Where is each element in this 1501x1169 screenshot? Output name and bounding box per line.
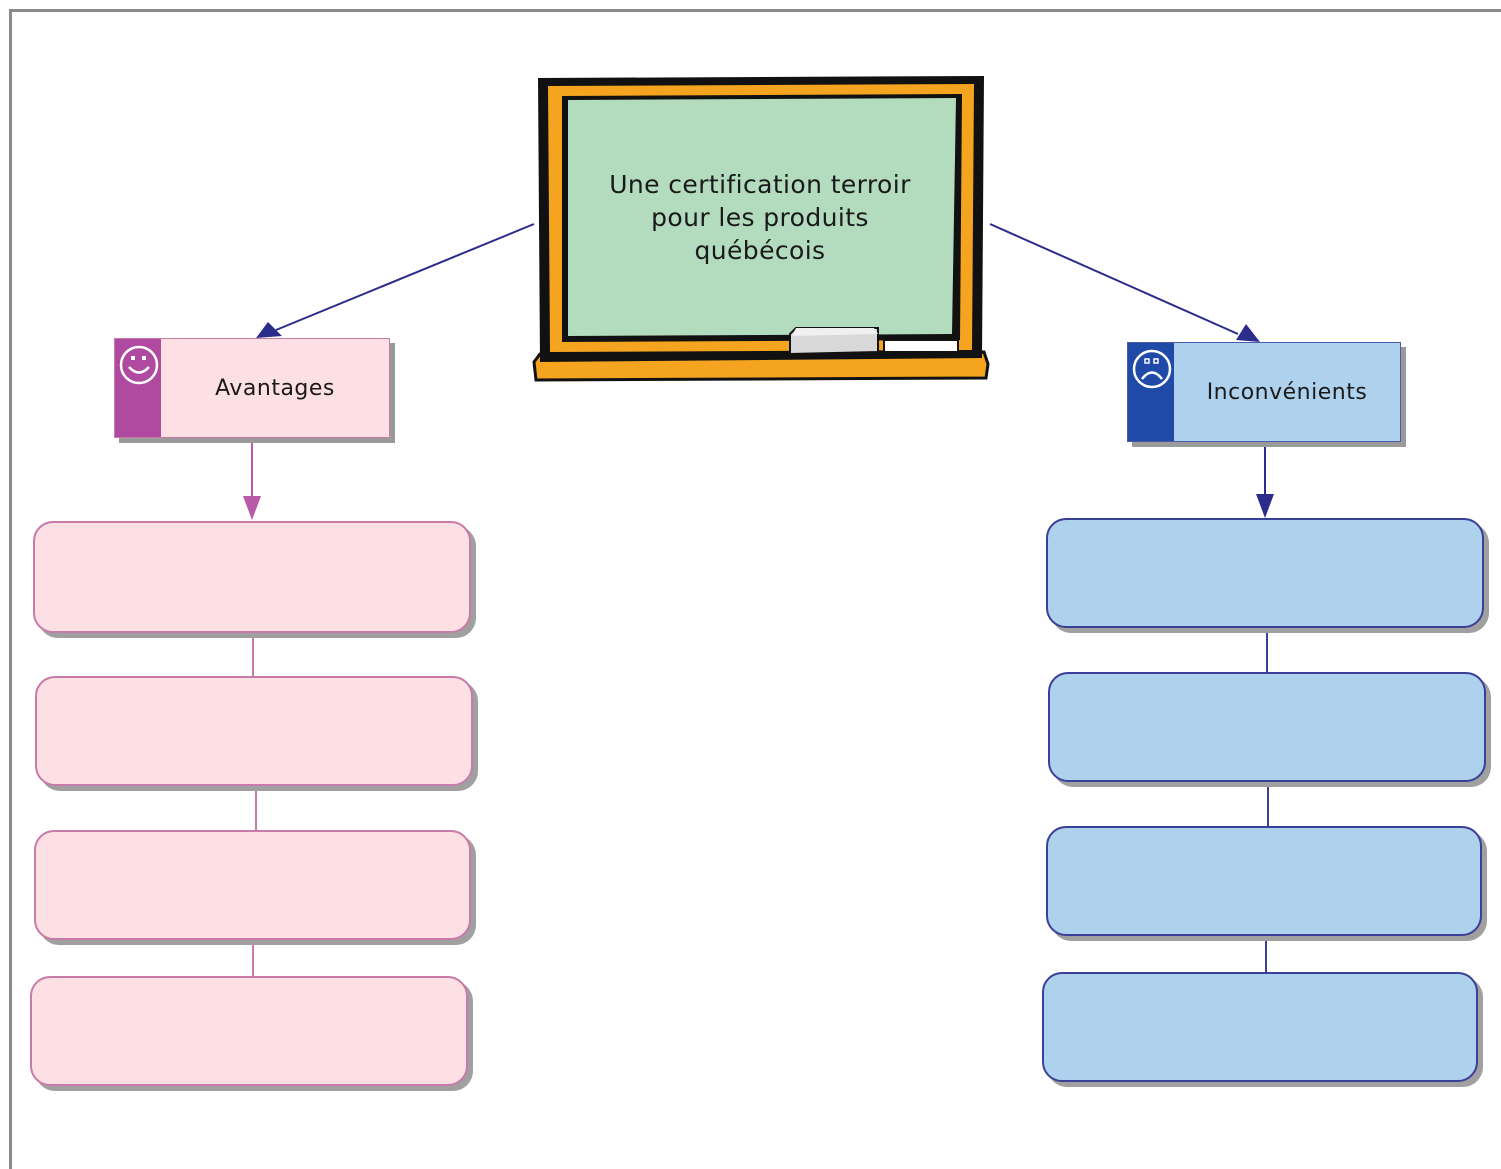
disadvantage-box-1[interactable]: [1046, 518, 1484, 628]
disadvantages-header[interactable]: Inconvénients: [1127, 342, 1401, 442]
sad-face-icon: [1132, 349, 1172, 389]
advantage-box-3[interactable]: [34, 830, 471, 940]
arrowhead-disadvantages-box1: [1256, 494, 1274, 518]
disadvantage-box-2[interactable]: [1048, 672, 1486, 782]
disadvantage-box-3[interactable]: [1046, 826, 1482, 936]
central-topic-line-1: Une certification terroir: [609, 170, 911, 199]
advantages-header[interactable]: Avantages: [114, 338, 390, 438]
advantage-box-2[interactable]: [35, 676, 473, 786]
smiley-face-icon: [119, 345, 159, 385]
advantages-label: Avantages: [215, 375, 335, 401]
central-topic-line-2: pour les produits: [651, 203, 869, 232]
central-topic-line-3: québécois: [694, 236, 826, 265]
connector-topic-advantages: [275, 223, 535, 331]
arrowhead-advantages: [256, 322, 282, 338]
disadvantages-label: Inconvénients: [1206, 379, 1368, 405]
advantages-accent-strip: [115, 339, 161, 437]
chalkboard-icon: [532, 76, 990, 382]
central-topic-text: Une certification terroir pour les produ…: [580, 168, 940, 267]
advantage-box-1[interactable]: [33, 521, 471, 633]
connector-topic-disadvantages: [989, 223, 1239, 335]
arrowhead-disadvantages: [1236, 324, 1260, 342]
disadvantage-box-4[interactable]: [1042, 972, 1478, 1082]
disadvantages-accent-strip: [1128, 343, 1174, 441]
page-frame: [9, 9, 1501, 1169]
chalkboard-central-topic[interactable]: [532, 72, 990, 384]
advantage-box-4[interactable]: [30, 976, 468, 1086]
arrowhead-advantages-box1: [243, 496, 261, 520]
